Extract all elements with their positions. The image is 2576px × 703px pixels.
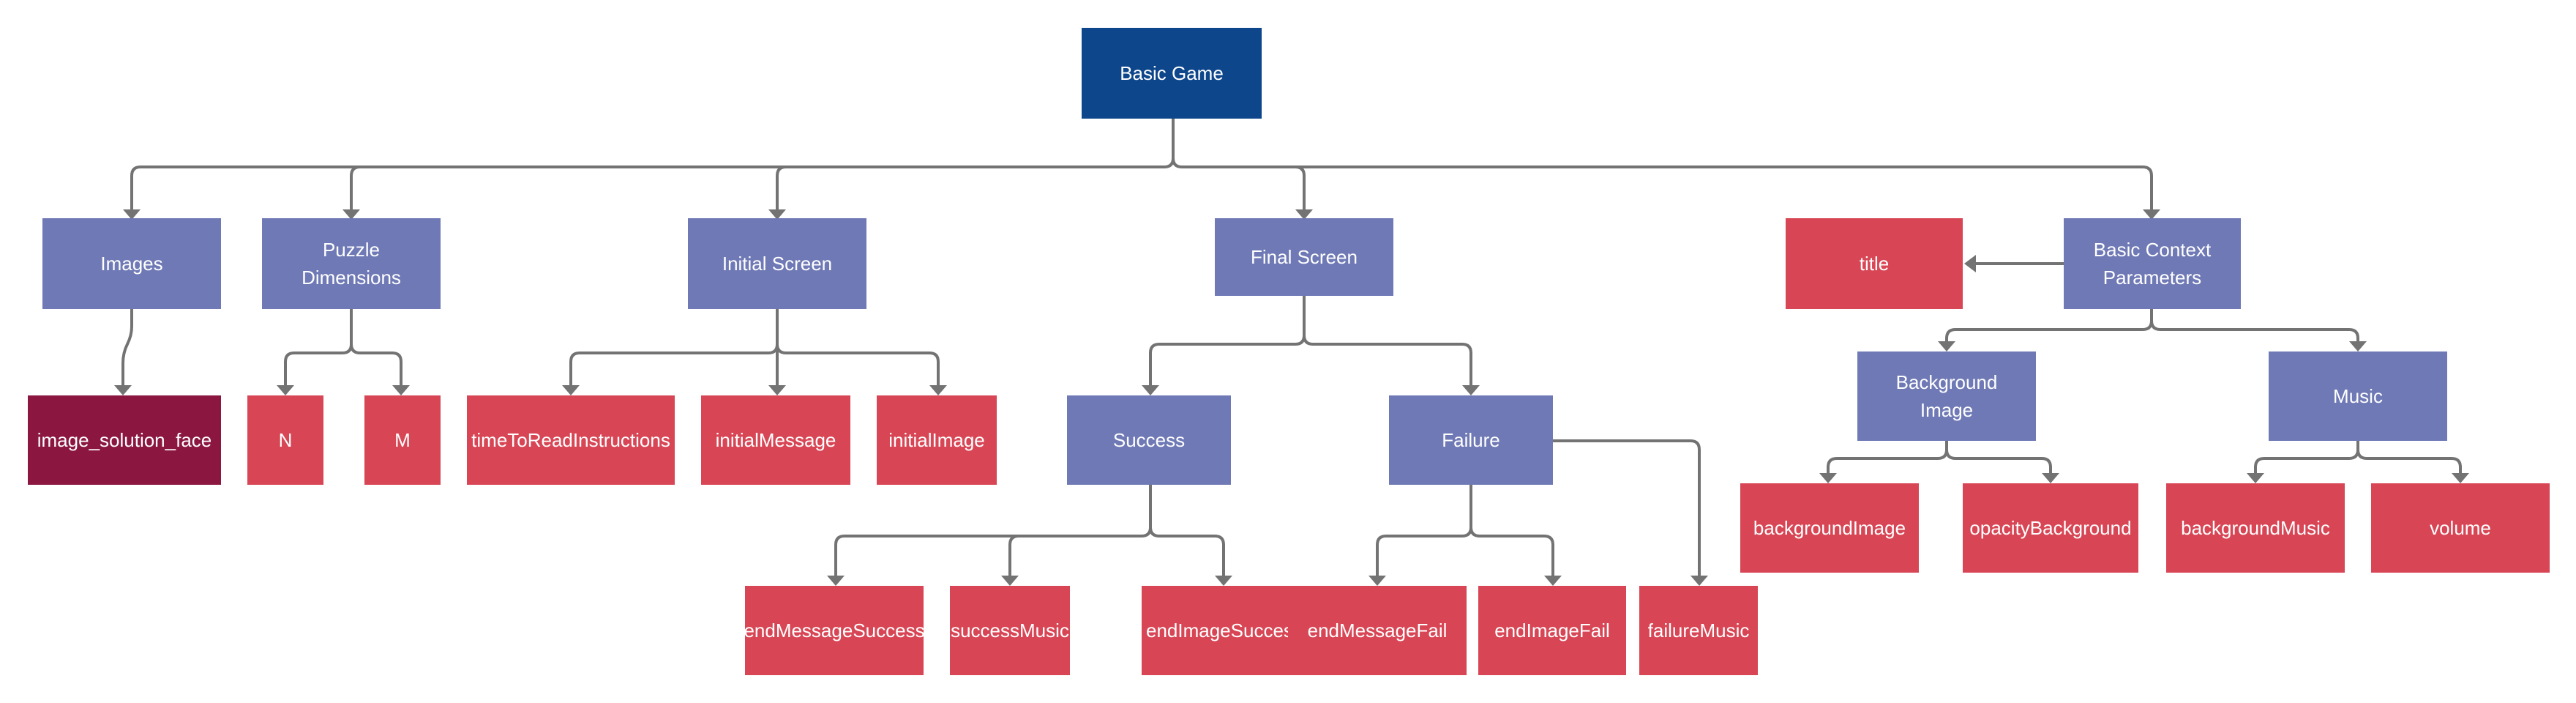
node-initial-screen[interactable]: Initial Screen: [688, 218, 866, 309]
node-failure-music[interactable]: failureMusic: [1639, 586, 1758, 675]
arrowhead: [1295, 209, 1313, 220]
connector-root-images: [130, 119, 1175, 209]
arrowhead: [277, 385, 294, 395]
arrowhead: [2452, 473, 2469, 483]
connector-initial-image: [776, 343, 940, 385]
connector-images-solution: [121, 309, 133, 385]
arrowhead: [1001, 576, 1019, 586]
arrowhead: [1938, 341, 1955, 352]
node-m[interactable]: M: [364, 395, 441, 485]
connector-bg-opacity: [1945, 449, 2052, 473]
node-basic-context-parameters[interactable]: Basic Context Parameters: [2064, 218, 2241, 309]
arrowhead: [2349, 341, 2367, 352]
connector-music-volume: [2356, 449, 2462, 473]
connector-final-failure: [1303, 335, 1472, 385]
connector-music-bgmusic: [2254, 441, 2359, 473]
arrowhead: [1964, 255, 1976, 272]
node-volume[interactable]: volume: [2371, 483, 2550, 573]
arrowhead: [562, 385, 580, 395]
arrowhead: [1142, 385, 1159, 395]
node-n[interactable]: N: [247, 395, 323, 485]
arrowhead: [1690, 576, 1708, 586]
connector-context-bgimage: [1945, 309, 2153, 341]
connector-failure-image: [1469, 527, 1554, 576]
arrowhead: [1819, 473, 1837, 483]
arrowhead: [827, 576, 845, 586]
arrowhead: [1368, 576, 1386, 586]
connector-failure-message: [1376, 485, 1472, 576]
node-basic-game[interactable]: Basic Game: [1082, 28, 1262, 119]
arrowhead: [1215, 576, 1232, 586]
connector-bg-backgroundimage: [1827, 441, 1948, 473]
node-failure[interactable]: Failure: [1389, 395, 1553, 485]
arrowhead: [392, 385, 410, 395]
arrowhead: [2143, 209, 2160, 220]
node-background-image-group[interactable]: Background Image: [1857, 352, 2036, 441]
connector-puzzle-n: [284, 309, 353, 385]
connector-success-music: [1008, 535, 1019, 576]
arrowhead: [123, 209, 141, 220]
arrowhead: [768, 385, 786, 395]
connector-initial-time: [569, 309, 779, 385]
node-puzzle-dimensions[interactable]: Puzzle Dimensions: [262, 218, 441, 309]
node-initial-image[interactable]: initialImage: [877, 395, 997, 485]
arrowhead: [114, 385, 132, 395]
connector-root-final: [1172, 157, 1306, 209]
node-success[interactable]: Success: [1067, 395, 1231, 485]
node-initial-message[interactable]: initialMessage: [701, 395, 850, 485]
node-title[interactable]: title: [1786, 218, 1963, 309]
arrowhead: [2247, 473, 2264, 483]
connector-root-initial: [776, 165, 787, 209]
arrowhead: [2042, 473, 2059, 483]
connector-failure-music: [1553, 439, 1701, 576]
node-image-solution-face[interactable]: image_solution_face: [28, 395, 221, 485]
connector-success-image: [1149, 527, 1225, 576]
connector-root-context: [1295, 165, 2153, 209]
node-images[interactable]: Images: [42, 218, 221, 309]
node-end-message-success[interactable]: endMessageSuccess: [744, 586, 925, 675]
node-end-message-fail[interactable]: endMessageFail: [1288, 586, 1467, 675]
node-background-music[interactable]: backgroundMusic: [2166, 483, 2345, 573]
connector-final-success: [1149, 296, 1306, 385]
arrowhead: [1544, 576, 1562, 586]
connector-puzzle-m: [350, 343, 402, 385]
arrowhead: [1462, 385, 1480, 395]
connector-context-music: [2150, 320, 2359, 341]
node-opacity-background[interactable]: opacityBackground: [1963, 483, 2138, 573]
node-background-image[interactable]: backgroundImage: [1740, 483, 1919, 573]
node-time-to-read-instructions[interactable]: timeToReadInstructions: [467, 395, 675, 485]
node-final-screen[interactable]: Final Screen: [1215, 218, 1393, 296]
node-music[interactable]: Music: [2269, 352, 2447, 441]
arrowhead: [342, 209, 360, 220]
arrowhead: [929, 385, 947, 395]
arrowhead: [768, 209, 786, 220]
connector-success-message: [834, 485, 1152, 576]
node-end-image-success[interactable]: endImageSucces: [1142, 586, 1306, 675]
node-success-music[interactable]: successMusic: [950, 586, 1070, 675]
node-end-image-fail[interactable]: endImageFail: [1478, 586, 1626, 675]
connector-root-puzzle: [350, 165, 361, 209]
